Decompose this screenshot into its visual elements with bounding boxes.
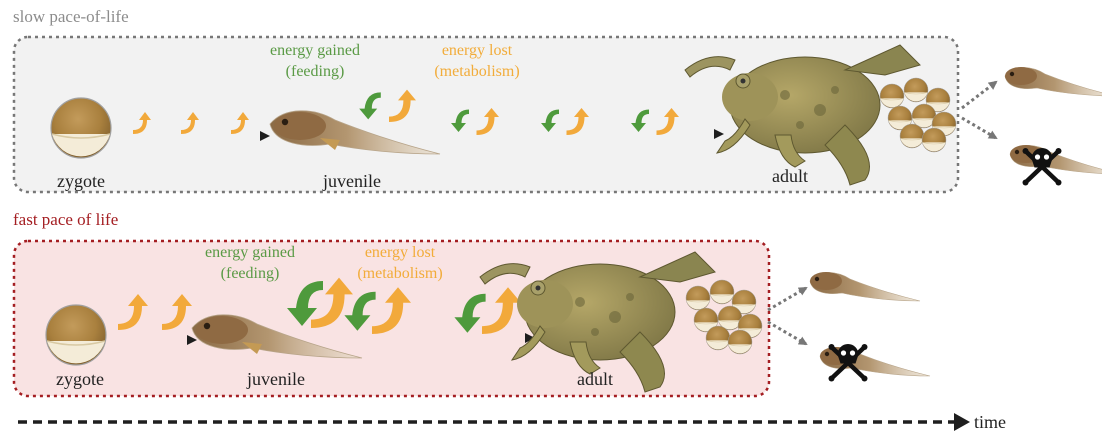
egg-icon (46, 305, 106, 365)
slow-zygote-label: zygote (57, 171, 105, 191)
fast-juvenile-label: juvenile (246, 369, 305, 389)
time-label: time (974, 412, 1006, 432)
fast-feeding-label: (feeding) (221, 265, 280, 282)
egg-icon (51, 98, 111, 158)
tadpole-icon (1005, 67, 1102, 96)
fast-adult-label: adult (577, 369, 613, 389)
fast-metabolism-label: (metabolism) (357, 265, 442, 282)
slow-metabolism-label: (metabolism) (434, 63, 519, 80)
fast-panel-title: fast pace of life (13, 210, 118, 229)
slow-juvenile-label: juvenile (322, 171, 381, 191)
slow-arrow-survive (962, 82, 996, 108)
slow-adult-label: adult (772, 166, 808, 186)
time-axis-arrowhead (954, 413, 970, 431)
slow-energy-lost-label: energy lost (442, 42, 513, 59)
slow-feeding-label: (feeding) (286, 63, 345, 80)
tadpole-icon (810, 272, 920, 301)
fast-zygote-label: zygote (56, 369, 104, 389)
fast-energy-lost-label: energy lost (365, 244, 436, 261)
fast-arrow-die (768, 322, 806, 344)
slow-arrow-die (962, 118, 996, 138)
fast-arrow-survive (768, 288, 806, 310)
slow-energy-gained-label: energy gained (270, 42, 360, 59)
fast-energy-gained-label: energy gained (205, 244, 295, 261)
slow-panel-title: slow pace-of-life (13, 7, 129, 26)
